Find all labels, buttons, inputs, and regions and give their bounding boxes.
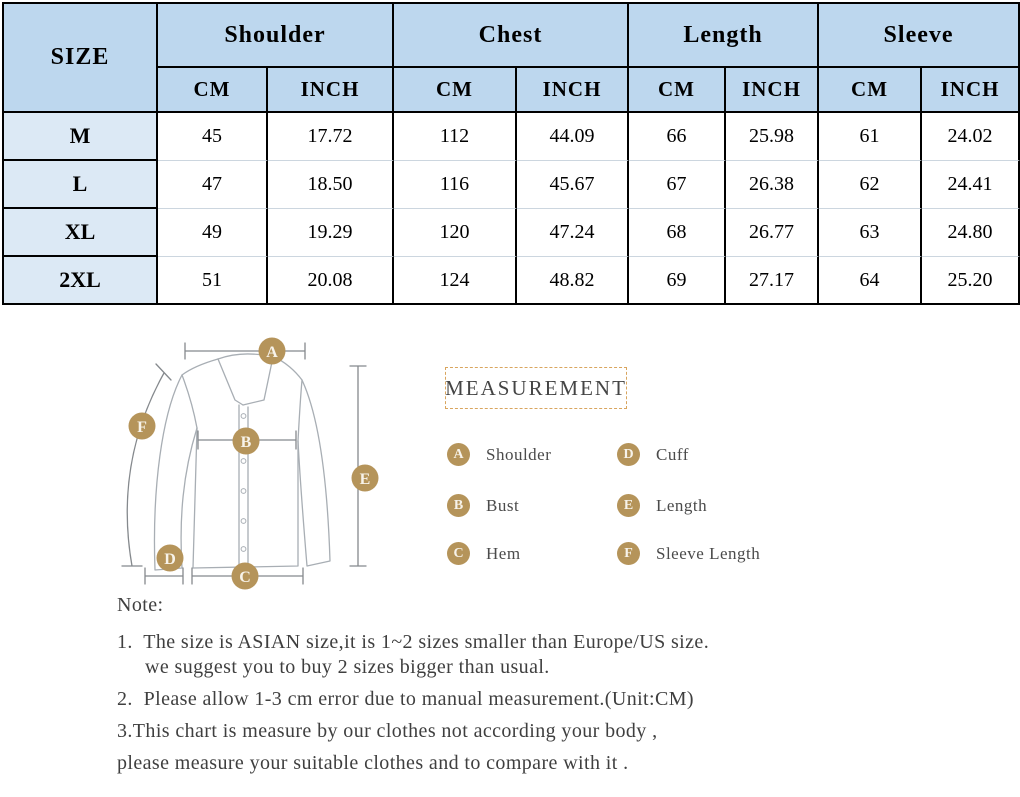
table-cell: 116 (394, 161, 517, 209)
table-cell: 62 (819, 161, 923, 209)
measurement-title: MEASUREMENT (445, 375, 627, 400)
legend-item-hem: C Hem (447, 542, 521, 565)
legend-label: Cuff (656, 444, 689, 464)
legend-item-cuff: D Cuff (617, 443, 689, 466)
table-cell: 20.08 (268, 257, 394, 305)
shirt-outline (153, 353, 331, 571)
marker-f-badge: F (617, 542, 640, 565)
table-cell: 24.02 (922, 113, 1020, 161)
table-cell: 26.38 (726, 161, 820, 209)
size-label: L (4, 161, 158, 209)
header-shoulder: Shoulder (158, 4, 394, 68)
marker-d: D (164, 551, 176, 568)
note-line-2: 2. Please allow 1-3 cm error due to manu… (117, 688, 694, 710)
marker-f: F (137, 419, 147, 436)
header-length: Length (629, 4, 820, 68)
legend-label: Bust (486, 495, 520, 515)
table-cell: 49 (158, 209, 268, 257)
legend-label: Length (656, 495, 708, 515)
marker-a-badge: A (447, 443, 470, 466)
table-row-m: M 45 17.72 112 44.09 66 25.98 61 24.02 (4, 113, 1020, 161)
marker-c-badge: C (447, 542, 470, 565)
table-cell: 51 (158, 257, 268, 305)
legend-label: Sleeve Length (656, 543, 761, 563)
table-cell: 44.09 (517, 113, 630, 161)
header-unit: CM (158, 68, 268, 113)
header-unit: INCH (726, 68, 820, 113)
legend-item-shoulder: A Shoulder (447, 443, 551, 466)
measurement-title-box: MEASUREMENT (445, 367, 627, 409)
header-unit: INCH (517, 68, 630, 113)
table-cell: 18.50 (268, 161, 394, 209)
size-label: M (4, 113, 158, 161)
table-cell: 112 (394, 113, 517, 161)
marker-a: A (266, 344, 278, 361)
table-cell: 47 (158, 161, 268, 209)
header-unit: INCH (922, 68, 1020, 113)
table-cell: 63 (819, 209, 923, 257)
table-cell: 120 (394, 209, 517, 257)
table-cell: 64 (819, 257, 923, 305)
header-unit: CM (819, 68, 923, 113)
table-row-l: L 47 18.50 116 45.67 67 26.38 62 24.41 (4, 161, 1020, 209)
marker-e-badge: E (617, 494, 640, 517)
table-cell: 24.80 (922, 209, 1020, 257)
table-cell: 27.17 (726, 257, 820, 305)
table-cell: 17.72 (268, 113, 394, 161)
table-cell: 45 (158, 113, 268, 161)
legend-item-sleeve-length: F Sleeve Length (617, 542, 760, 565)
header-chest: Chest (394, 4, 630, 68)
table-cell: 124 (394, 257, 517, 305)
marker-b: B (241, 434, 252, 451)
marker-c: C (239, 569, 251, 586)
legend-label: Shoulder (486, 444, 552, 464)
table-cell: 69 (629, 257, 727, 305)
button-icons (240, 413, 247, 552)
table-cell: 48.82 (517, 257, 630, 305)
size-chart-table: SIZE Shoulder Chest Length Sleeve CM INC… (2, 2, 1020, 305)
size-label: XL (4, 209, 158, 257)
note-line-1b: we suggest you to buy 2 sizes bigger tha… (145, 656, 550, 678)
shirt-measurement-diagram: A B C D E F (121, 337, 379, 590)
header-sleeve: Sleeve (819, 4, 1020, 68)
note-line-1: 1. The size is ASIAN size,it is 1~2 size… (117, 631, 710, 653)
marker-e: E (360, 471, 371, 488)
table-header-row-groups: SIZE Shoulder Chest Length Sleeve (4, 4, 1020, 113)
table-row-xl: XL 49 19.29 120 47.24 68 26.77 63 24.80 (4, 209, 1020, 257)
table-row-2xl: 2XL 51 20.08 124 48.82 69 27.17 64 25.20 (4, 257, 1020, 305)
table-cell: 24.41 (922, 161, 1020, 209)
dimension-lines (121, 342, 367, 585)
table-cell: 19.29 (268, 209, 394, 257)
header-size: SIZE (4, 4, 158, 113)
table-header-row-units: CM INCH CM INCH CM INCH CM INCH (4, 68, 1020, 113)
marker-b-badge: B (447, 494, 470, 517)
legend-label: Hem (486, 543, 521, 563)
header-unit: CM (629, 68, 727, 113)
legend-item-bust: B Bust (447, 494, 519, 517)
note-line-3: 3.This chart is measure by our clothes n… (117, 720, 658, 742)
table-cell: 47.24 (517, 209, 630, 257)
table-cell: 25.98 (726, 113, 820, 161)
note-heading: Note: (117, 594, 164, 616)
legend-item-length: E Length (617, 494, 707, 517)
header-unit: INCH (268, 68, 394, 113)
table-cell: 45.67 (517, 161, 630, 209)
header-unit: CM (394, 68, 517, 113)
note-line-3b: please measure your suitable clothes and… (117, 752, 629, 774)
table-cell: 26.77 (726, 209, 820, 257)
table-cell: 66 (629, 113, 727, 161)
diagram-markers: A B C D E F (128, 337, 379, 590)
table-cell: 61 (819, 113, 923, 161)
table-cell: 25.20 (922, 257, 1020, 305)
size-label: 2XL (4, 257, 158, 305)
table-cell: 67 (629, 161, 727, 209)
table-cell: 68 (629, 209, 727, 257)
marker-d-badge: D (617, 443, 640, 466)
